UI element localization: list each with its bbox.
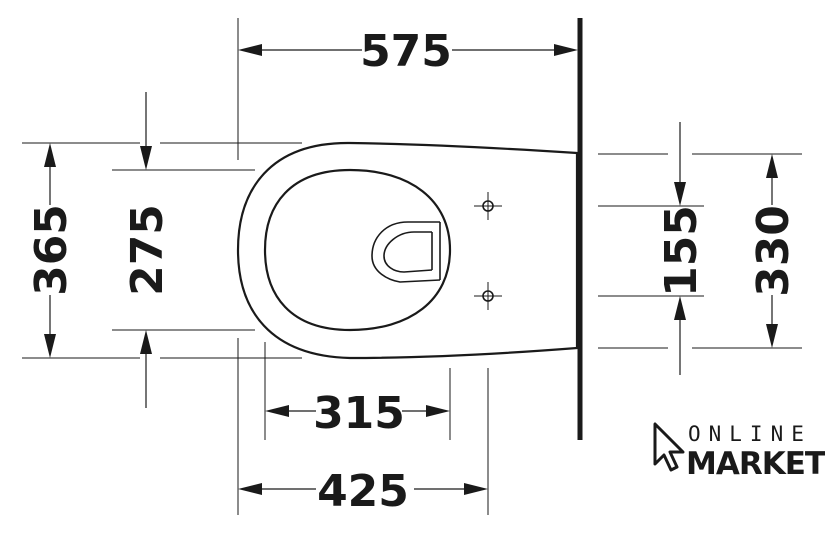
toilet-outer-outline	[236, 141, 579, 360]
fixing-hole-bottom-icon	[474, 282, 502, 310]
dimension-bowl-width: 275	[122, 204, 173, 296]
dimension-front-to-fixing: 425	[317, 466, 409, 517]
dimension-bowl-length: 315	[313, 388, 405, 439]
toilet-bowl-inner	[263, 168, 452, 332]
brand-line-online: ONLINE	[688, 422, 812, 446]
online-market-logo: ONLINE MARKET	[653, 422, 825, 482]
brand-line-market: MARKET	[686, 446, 825, 482]
cursor-icon	[653, 422, 685, 472]
dimension-fixing-hole-spacing: 155	[656, 205, 707, 297]
flush-outlet-inner-icon	[383, 231, 433, 273]
dimension-overall-width: 365	[26, 204, 77, 296]
flush-outlet-icon	[371, 221, 441, 283]
dimension-rear-width: 330	[748, 205, 799, 297]
fixing-hole-top-icon	[474, 192, 502, 220]
dimension-overall-length: 575	[360, 26, 452, 77]
